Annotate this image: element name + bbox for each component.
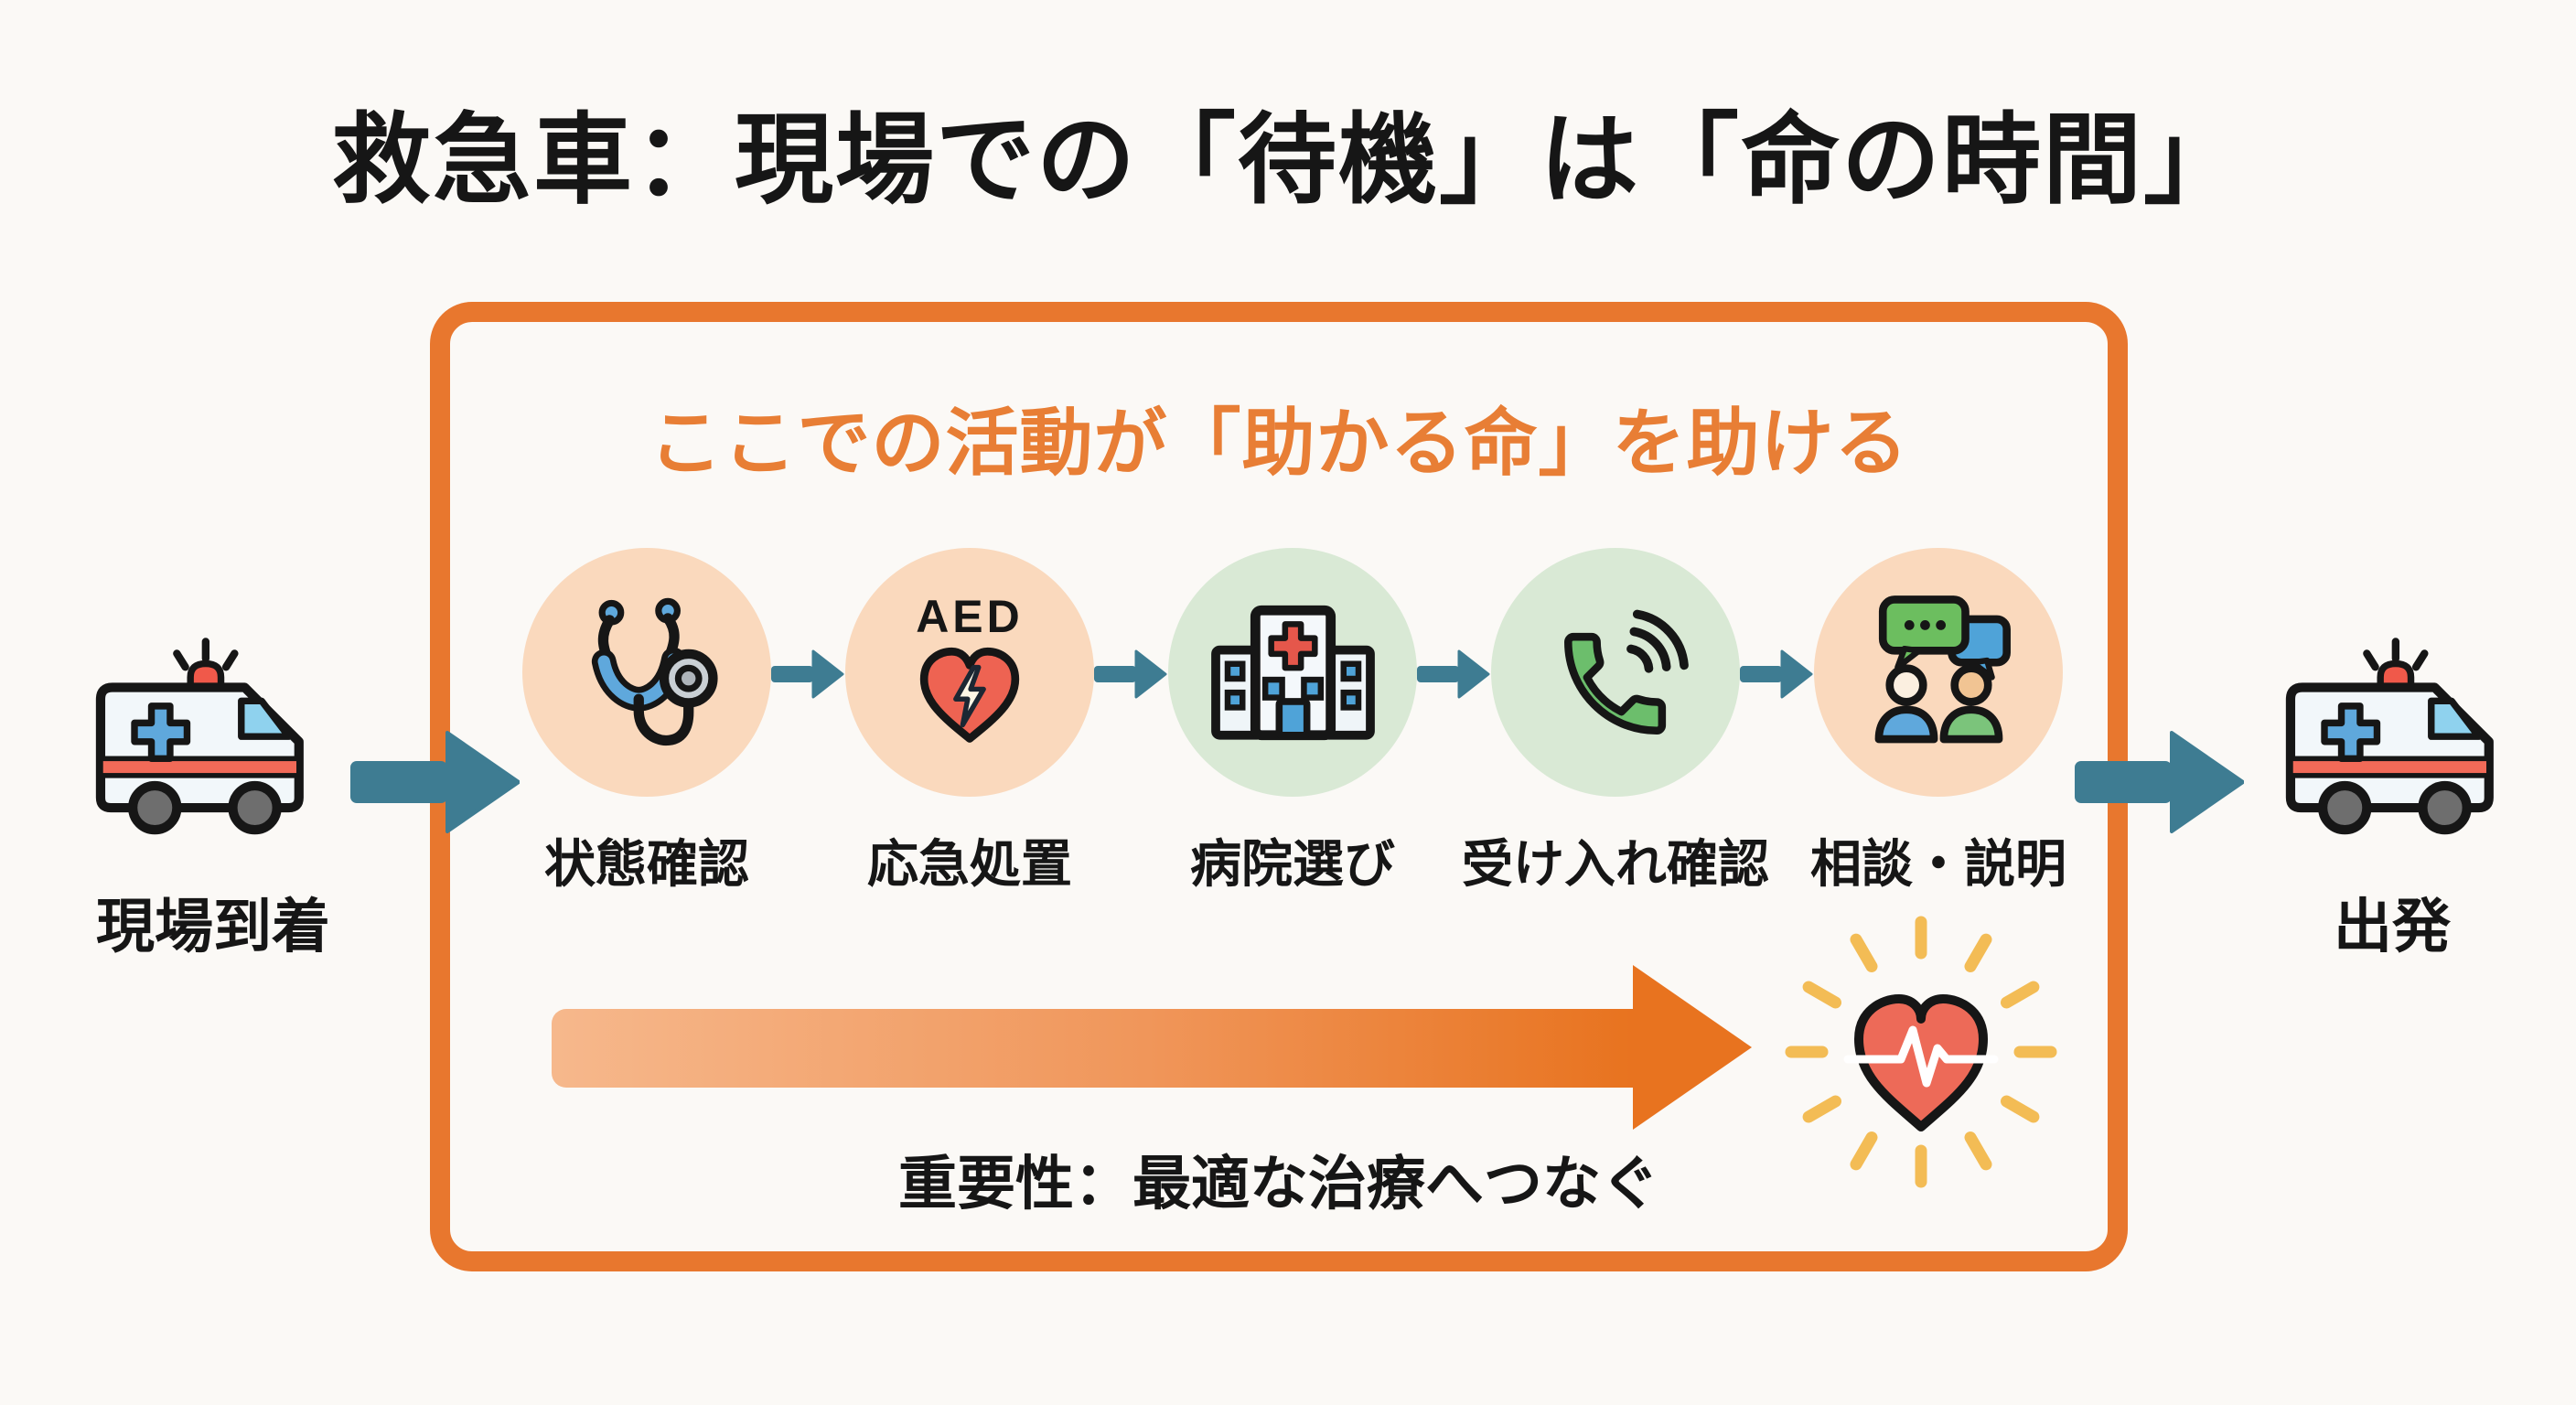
importance-arrow bbox=[552, 965, 1752, 1130]
aed-label: AED bbox=[916, 591, 1024, 642]
arrow-right-icon bbox=[350, 731, 520, 833]
ambulance-icon bbox=[95, 638, 304, 835]
step-circle-consult bbox=[1814, 548, 2063, 797]
arrival-label: 現場到着 bbox=[96, 894, 330, 960]
step-circle-first-aid: AED bbox=[845, 548, 1094, 797]
hospital-icon bbox=[1210, 605, 1375, 740]
step-label: 応急処置 bbox=[867, 835, 1072, 893]
arrow-right-icon bbox=[2075, 731, 2244, 833]
page-title: 救急車：現場での「待機」は「命の時間」 bbox=[331, 104, 2244, 215]
stethoscope-icon bbox=[591, 597, 718, 745]
arrow-right-icon bbox=[1094, 649, 1167, 699]
importance-arrow-body bbox=[552, 1009, 1633, 1088]
step-label: 相談・説明 bbox=[1810, 835, 2066, 893]
phone-call-icon bbox=[1564, 609, 1689, 735]
heartbeat-heart-icon bbox=[1785, 916, 2057, 1188]
step-circle-status-check bbox=[522, 548, 771, 797]
step-label: 状態確認 bbox=[544, 835, 749, 893]
step-circle-acceptance-call bbox=[1491, 548, 1740, 797]
sun-rays bbox=[1785, 916, 2057, 1188]
ambulance-icon bbox=[2285, 638, 2494, 835]
aed-heart-icon: AED bbox=[910, 594, 1029, 751]
importance-text: 重要性：最適な治療へつなぐ bbox=[898, 1151, 1659, 1217]
box-heading: ここでの活動が「助かる命」を助ける bbox=[649, 402, 1909, 484]
importance-arrow-head bbox=[1633, 965, 1752, 1130]
step-label: 受け入れ確認 bbox=[1462, 835, 1769, 893]
arrow-right-icon bbox=[1740, 649, 1813, 699]
people-chat-icon bbox=[1874, 595, 2011, 744]
arrow-right-icon bbox=[771, 649, 844, 699]
step-label: 病院選び bbox=[1190, 835, 1395, 893]
aed-heart-shape bbox=[919, 647, 1020, 743]
step-circle-hospital-choice bbox=[1168, 548, 1417, 797]
departure-label: 出発 bbox=[2334, 894, 2451, 960]
arrow-right-icon bbox=[1417, 649, 1490, 699]
